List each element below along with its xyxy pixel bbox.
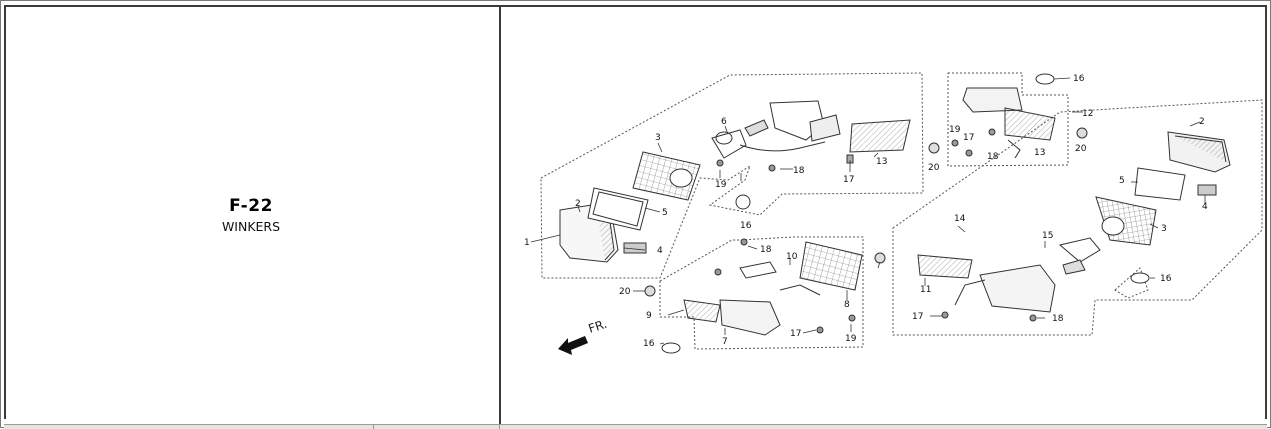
part-callout: 5: [662, 208, 668, 218]
part-callout: 17: [912, 312, 923, 322]
part-callout: 3: [1161, 224, 1167, 234]
part-callout: 13: [876, 157, 887, 167]
part-callout: 6: [721, 117, 727, 127]
rear-left-winker-assembly: [644, 238, 886, 354]
leader-lines: [530, 77, 1206, 345]
next-row-separator: [499, 425, 500, 429]
front-right-winker-assembly: [917, 131, 1231, 322]
part-callout: 18: [1052, 314, 1064, 324]
front-left-winker-assembly: [559, 100, 911, 263]
front-direction-arrow: FR.: [558, 317, 609, 355]
rear-right-winker-assembly: [928, 73, 1088, 159]
section-name: WINKERS: [221, 219, 281, 234]
part-callout: 4: [657, 246, 663, 256]
part-callout: 20: [928, 163, 940, 173]
part-callout: 16: [643, 339, 655, 349]
next-row-separator: [373, 425, 374, 429]
part-callout: 15: [1042, 231, 1053, 241]
part-callout: 16: [1073, 74, 1085, 84]
part-callout: 18: [987, 152, 999, 162]
part-callout: 3: [655, 133, 661, 143]
part-callout: 9: [646, 311, 652, 321]
part-callout: 17: [790, 329, 801, 339]
section-code: F-22: [229, 196, 273, 216]
part-callout: 20: [1075, 144, 1087, 154]
part-callout: 14: [954, 214, 966, 224]
part-callout: 13: [1034, 148, 1045, 158]
part-callout: 10: [786, 252, 798, 262]
part-callout: 8: [844, 300, 850, 310]
group-outlines: [540, 72, 1263, 350]
part-callout: 16: [1160, 274, 1172, 284]
part-callout: 2: [575, 199, 581, 209]
part-callout: 20: [619, 287, 631, 297]
part-callout: 4: [1202, 202, 1208, 212]
part-callout: 12: [1082, 109, 1093, 119]
part-callout: 1: [524, 238, 530, 248]
part-callout: 19: [845, 334, 857, 344]
part-callout: 16: [740, 221, 752, 231]
table-bottom-border: [4, 424, 1267, 425]
part-callout: 18: [793, 166, 805, 176]
part-callout: 2: [1199, 117, 1205, 127]
part-callout: 19: [715, 180, 727, 190]
section-title-cell: [4, 5, 499, 419]
part-callout: 19: [949, 125, 961, 135]
next-row-strip: [4, 425, 1267, 429]
part-callout: 5: [1119, 176, 1125, 186]
part-callout: 11: [920, 285, 931, 295]
part-callouts: 1 2 2 3 3 4 4 5 5 6 7 8 9 10 11 12 13 13…: [524, 74, 1208, 349]
part-callout: 7: [722, 337, 728, 347]
direction-label: FR.: [587, 317, 609, 336]
part-callout: 18: [760, 245, 772, 255]
part-callout: 17: [963, 133, 974, 143]
part-callout: 17: [843, 175, 854, 185]
cell-divider: [499, 5, 501, 429]
